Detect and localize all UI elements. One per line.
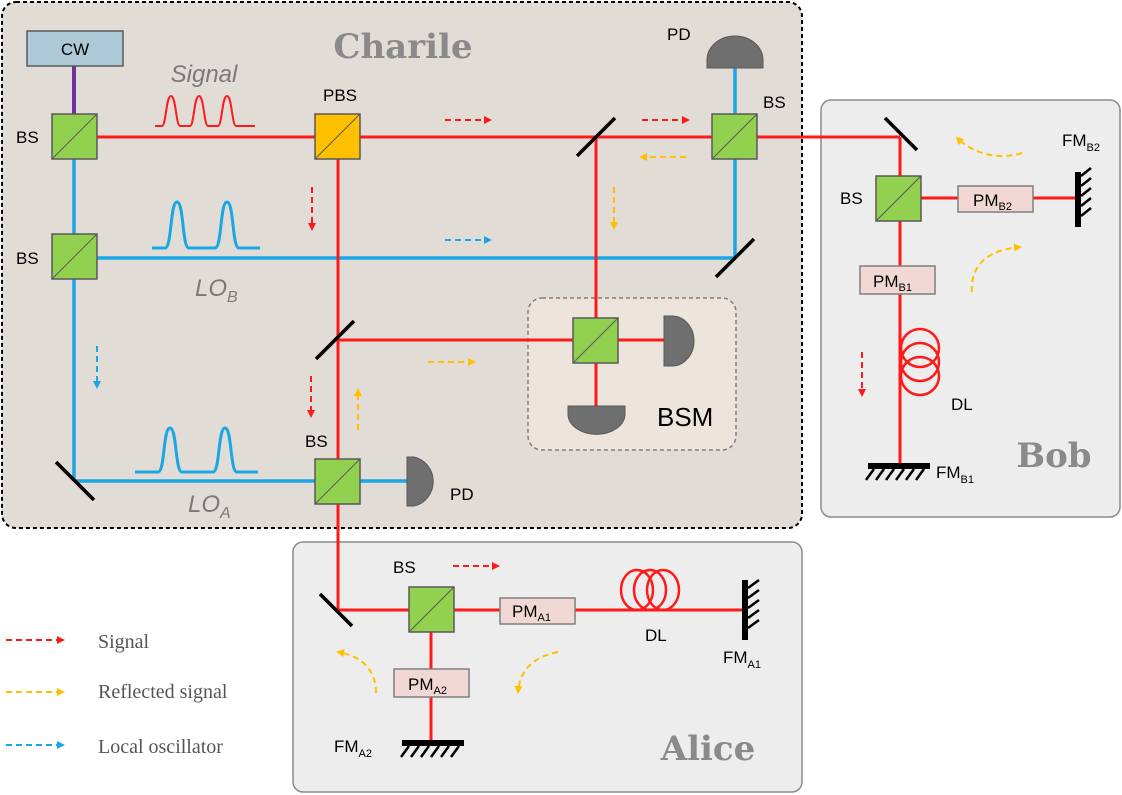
arrow-reflected-alice-right [514, 651, 559, 694]
lo-a-label: LOA [188, 491, 231, 522]
bsm-label: BSM [657, 402, 713, 432]
phase-modulator-a2 [393, 668, 470, 698]
bs-label-lo-a: BS [305, 432, 328, 451]
bs-label-top-left: BS [16, 128, 39, 147]
arrow-reflected-bob-mid [970, 243, 1022, 293]
lo-b-label: LOB [195, 275, 238, 306]
cw-label: CW [61, 40, 89, 59]
bs-label-bob: BS [840, 189, 863, 208]
bob-title: Bob [1016, 436, 1091, 476]
lo-b-pulses [152, 200, 260, 250]
arrow-reflected-bob-top [955, 136, 1023, 157]
legend-signal-label: Signal [98, 631, 150, 653]
phase-modulator-a1 [499, 597, 576, 625]
photodetector-lo-a [406, 456, 434, 507]
cw-laser [26, 30, 124, 67]
pd-label-lo-a: PD [450, 485, 474, 504]
delay-line-bob [899, 327, 941, 397]
faraday-mirror-a2 [399, 740, 464, 758]
beam-splitter-bsm [572, 317, 619, 364]
mirror-alice-entry [318, 592, 354, 628]
signal-pulse-label: Signal [171, 61, 238, 88]
mirror-bsm-input [314, 319, 356, 361]
beam-splitter-alice [408, 586, 455, 633]
dl-label-bob: DL [951, 395, 973, 414]
beam-splitter-bob [875, 175, 922, 222]
bs-label-left-middle: BS [16, 249, 39, 268]
faraday-mirror-a1 [742, 578, 760, 640]
mirror-lo-b [714, 237, 756, 279]
beam-splitter-left-middle [51, 233, 98, 280]
fm-b1-label: FMB1 [936, 463, 974, 486]
beam-splitter-top-right [711, 113, 758, 160]
mirror-bob-entry [883, 116, 919, 152]
pbs-label: PBS [323, 86, 357, 105]
photodetector-bsm-bottom [567, 405, 626, 435]
phase-modulator-b2 [957, 185, 1034, 213]
dl-label-alice: DL [645, 626, 667, 645]
beam-splitter-lo-a [314, 458, 361, 505]
bs-label-alice: BS [393, 558, 416, 577]
mirror-upper-middle [575, 116, 617, 158]
mirror-bottom-left [54, 460, 96, 502]
legend-lo-label: Local oscillator [98, 736, 223, 758]
faraday-mirror-b2 [1075, 167, 1092, 227]
fm-a2-label: FMA2 [334, 737, 372, 760]
pd-label-top: PD [667, 25, 691, 44]
arrow-reflected-alice-left [336, 649, 377, 694]
charlie-title: Charile [333, 27, 472, 67]
phase-modulator-b1 [859, 265, 936, 295]
photodetector-top [706, 35, 764, 69]
pm-a1-label: PMA1 [512, 602, 551, 624]
fm-b2-label: FMB2 [1062, 131, 1100, 154]
pm-a2-label: PMA2 [408, 675, 447, 697]
polarizing-beam-splitter [314, 113, 361, 160]
faraday-mirror-b1 [864, 463, 930, 481]
delay-line-alice [619, 568, 681, 612]
pm-b1-label: PMB1 [873, 272, 912, 294]
signal-pulses [155, 94, 255, 127]
beam-splitter-top-left [51, 113, 98, 160]
legend-reflected-label: Reflected signal [98, 681, 228, 703]
lo-a-pulses [135, 426, 258, 474]
legend: Signal Reflected signal Local oscillator [6, 631, 228, 758]
alice-title: Alice [660, 729, 756, 769]
bs-label-top-right: BS [763, 93, 786, 112]
fm-a1-label: FMA1 [723, 648, 761, 671]
pm-b2-label: PMB2 [973, 191, 1012, 213]
photodetector-bsm-right [663, 315, 695, 367]
